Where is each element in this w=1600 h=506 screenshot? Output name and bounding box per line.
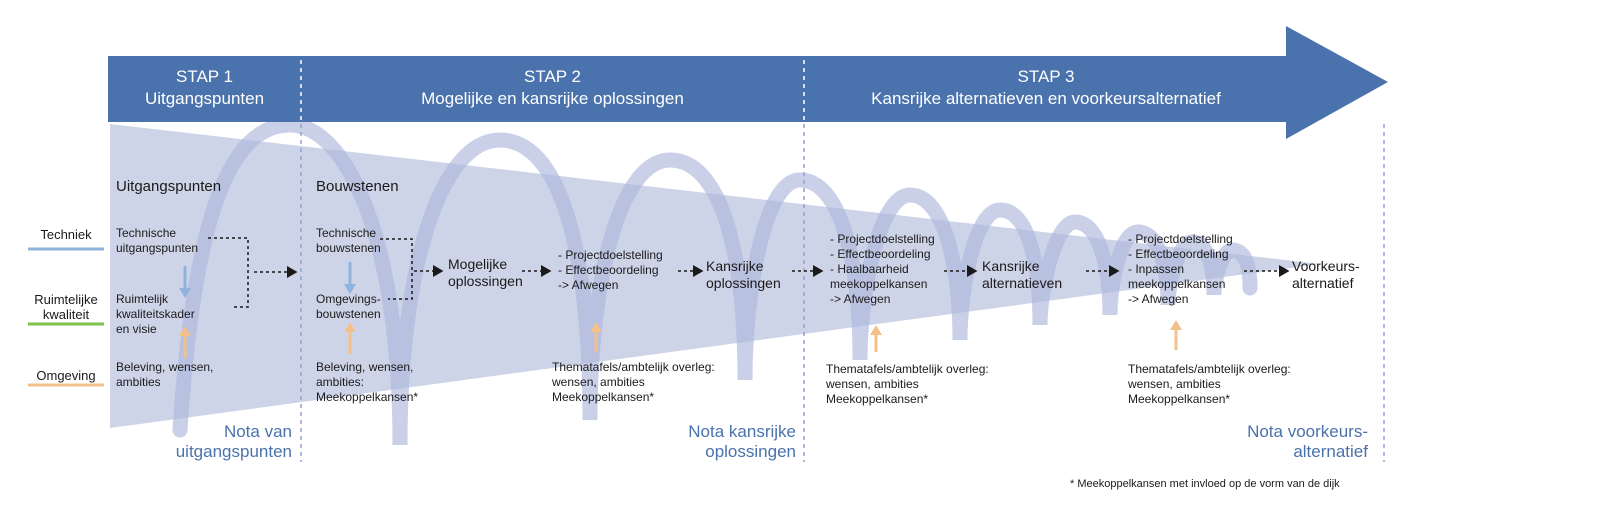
voorkeur-line2: alternatief <box>1292 275 1354 291</box>
stage-dividers <box>300 60 1385 462</box>
input-arrows <box>590 320 1182 352</box>
nota-3-line2: alternatief <box>1293 442 1368 461</box>
steps-b-line5: -> Afwegen <box>830 292 891 306</box>
kansrijke-oplossingen: Kansrijke oplossingen <box>706 258 781 292</box>
col2-omg-line2: ambities: <box>316 375 365 389</box>
thema-b-line1: Thematafels/ambtelijk overleg: <box>826 362 989 376</box>
col1-ruimte-line1: Ruimtelijk <box>116 292 169 306</box>
steps-a-line3: -> Afwegen <box>558 278 619 292</box>
nota-uitgangspunten: Nota van uitgangspunten <box>140 422 292 462</box>
steps-c-line3: - Inpassen <box>1128 262 1185 276</box>
thema-b-line3: Meekoppelkansen* <box>826 392 929 406</box>
col1-tech-line2: uitgangspunten <box>116 241 199 255</box>
nota-kansrijke-oplossingen: Nota kansrijke oplossingen <box>620 422 796 462</box>
col2-tech-line2: bouwstenen <box>316 241 381 255</box>
nota-2-line2: oplossingen <box>705 442 796 461</box>
row-label-omgeving: Omgeving <box>36 368 96 383</box>
col2-ruimte: Omgevings- bouwstenen <box>316 292 381 322</box>
thema-b: Thematafels/ambtelijk overleg: wensen, a… <box>826 362 989 407</box>
steps-c: - Projectdoelstelling - Effectbeoordelin… <box>1128 232 1233 307</box>
spiral-coil <box>172 117 1258 446</box>
steps-c-line2: - Effectbeoordeling <box>1128 247 1229 261</box>
kansrijke-opl-line2: oplossingen <box>706 275 781 291</box>
stage-3-title: STAP 3 <box>1017 67 1075 86</box>
stage-banner-arrow <box>108 26 1388 139</box>
steps-c-line4: meekoppelkansen <box>1128 277 1226 291</box>
col1-omg-line1: Beleving, wensen, <box>116 360 214 374</box>
steps-b-line1: - Projectdoelstelling <box>830 232 935 246</box>
voorkeursalternatief: Voorkeurs- alternatief <box>1292 258 1360 292</box>
mogelijke-line1: Mogelijke <box>448 256 508 272</box>
col1-tech: Technische uitgangspunten <box>116 226 198 256</box>
stage-1-subtitle: Uitgangspunten <box>144 89 265 108</box>
thema-a-line3: Meekoppelkansen* <box>552 390 655 404</box>
col2-omg-line1: Beleving, wensen, <box>316 360 414 374</box>
funnel-shape <box>110 124 1320 428</box>
col2-heading: Bouwstenen <box>316 178 399 195</box>
steps-b-line3: - Haalbaarheid <box>830 262 909 276</box>
mogelijke-oplossingen: Mogelijke oplossingen <box>448 256 523 290</box>
steps-a-line2: - Effectbeoordeling <box>558 263 659 277</box>
stage-1-title: STAP 1 <box>175 67 233 86</box>
col1-ruimte: Ruimtelijk kwaliteitskader en visie <box>116 292 195 337</box>
col1-tech-line1: Technische <box>116 226 177 240</box>
steps-b-line2: - Effectbeoordeling <box>830 247 931 261</box>
row-label-ruimtelijk-line1: Ruimtelijke <box>34 292 98 307</box>
thema-a-line1: Thematafels/ambtelijk overleg: <box>552 360 715 374</box>
steps-b-line4: meekoppelkansen <box>830 277 928 291</box>
thema-c: Thematafels/ambtelijk overleg: wensen, a… <box>1128 362 1291 407</box>
row-label-techniek: Techniek <box>40 227 92 242</box>
kansrijke-alternatieven: Kansrijke alternatieven <box>982 258 1062 292</box>
steps-c-line5: -> Afwegen <box>1128 292 1189 306</box>
steps-a: - Projectdoelstelling - Effectbeoordelin… <box>558 248 663 293</box>
steps-a-line1: - Projectdoelstelling <box>558 248 663 262</box>
col2-omg: Beleving, wensen, ambities: Meekoppelkan… <box>316 360 418 405</box>
nota-1-line2: uitgangspunten <box>175 442 292 461</box>
col2-ruimte-line2: bouwstenen <box>316 307 381 321</box>
row-label-ruimtelijk-line2: kwaliteit <box>42 307 90 322</box>
col2-ruimte-line1: Omgevings- <box>316 292 381 306</box>
row-label-ruimtelijk: Ruimtelijke kwaliteit <box>22 292 110 322</box>
footnote: * Meekoppelkansen met invloed op de vorm… <box>1070 478 1340 490</box>
nota-2-line1: Nota kansrijke <box>688 422 796 441</box>
thema-a: Thematafels/ambtelijk overleg: wensen, a… <box>552 360 715 405</box>
thema-a-line2: wensen, ambities <box>552 375 645 389</box>
nota-voorkeursalternatief: Nota voorkeurs- alternatief <box>1200 422 1368 462</box>
col1-ruimte-line3: en visie <box>116 322 157 336</box>
col1-omg-line2: ambities <box>116 375 161 389</box>
col1-omg: Beleving, wensen, ambities <box>116 360 213 390</box>
kansrijke-alt-line1: Kansrijke <box>982 258 1040 274</box>
col1-heading: Uitgangspunten <box>116 178 222 195</box>
col2-tech-line1: Technische <box>316 226 377 240</box>
flow-connectors <box>208 237 1290 308</box>
thema-c-line1: Thematafels/ambtelijk overleg: <box>1128 362 1291 376</box>
nota-1-line1: Nota van <box>223 422 292 441</box>
voorkeur-line1: Voorkeurs- <box>1292 258 1360 274</box>
col1-ruimte-line2: kwaliteitskader <box>116 307 195 321</box>
col2-tech: Technische bouwstenen <box>316 226 381 256</box>
steps-b: - Projectdoelstelling - Effectbeoordelin… <box>830 232 935 307</box>
stage-2-label: STAP 2 Mogelijke en kansrijke oplossinge… <box>301 66 804 110</box>
thema-b-line2: wensen, ambities <box>826 377 919 391</box>
steps-c-line1: - Projectdoelstelling <box>1128 232 1233 246</box>
stage-3-label: STAP 3 Kansrijke alternatieven en voorke… <box>804 66 1288 110</box>
nota-3-line1: Nota voorkeurs- <box>1247 422 1368 441</box>
stage-2-subtitle: Mogelijke en kansrijke oplossingen <box>421 89 684 108</box>
stage-1-label: STAP 1 Uitgangspunten <box>108 66 301 110</box>
stage-2-title: STAP 2 <box>523 67 581 86</box>
col1-arrows <box>179 266 191 358</box>
kansrijke-alt-line2: alternatieven <box>982 275 1063 291</box>
stage-3-subtitle: Kansrijke alternatieven en voorkeursalte… <box>871 89 1221 108</box>
thema-c-line2: wensen, ambities <box>1128 377 1221 391</box>
kansrijke-opl-line1: Kansrijke <box>706 258 764 274</box>
mogelijke-line2: oplossingen <box>448 273 523 289</box>
thema-c-line3: Meekoppelkansen* <box>1128 392 1231 406</box>
col2-arrows <box>344 262 356 354</box>
col2-omg-line3: Meekoppelkansen* <box>316 390 419 404</box>
